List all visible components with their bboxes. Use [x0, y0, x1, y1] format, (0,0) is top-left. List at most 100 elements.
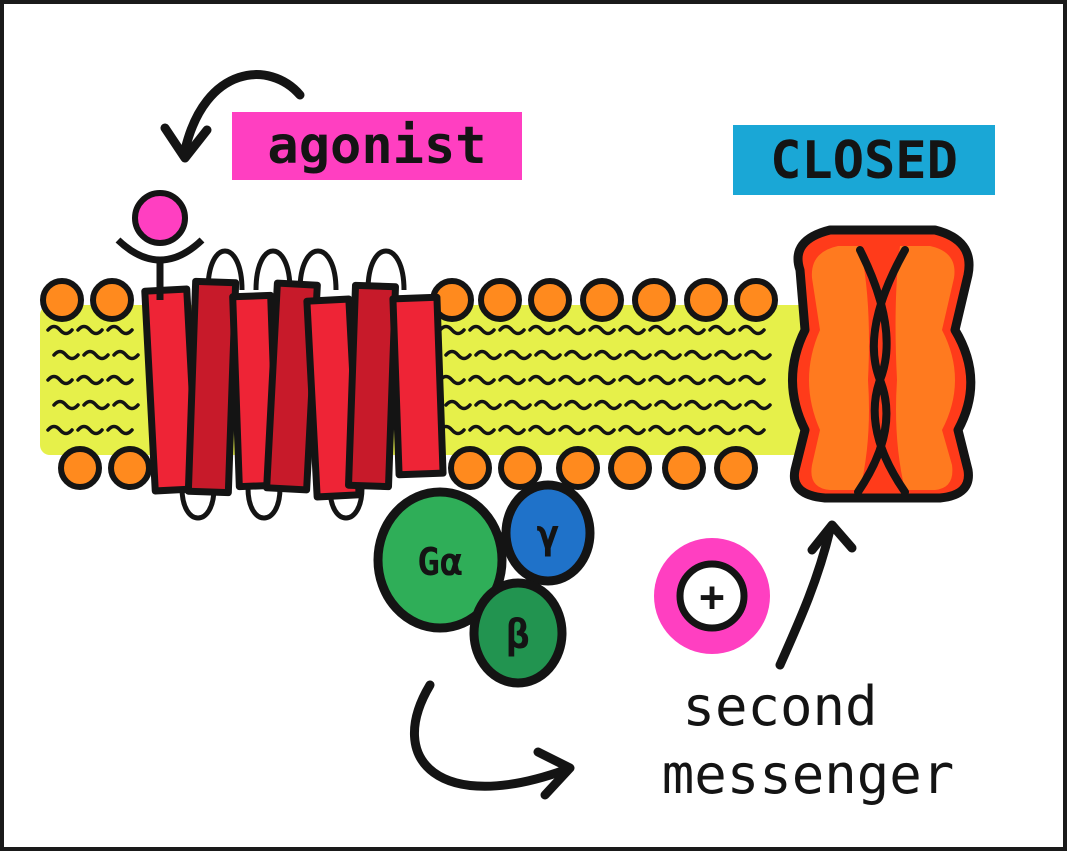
lipid-tail [52, 399, 80, 411]
lipid-tail [678, 374, 706, 386]
channel-gate [854, 246, 909, 496]
lipid-tail [618, 324, 646, 336]
lipid-tail [558, 324, 586, 336]
lipid-head [108, 446, 152, 490]
lipid-tail [504, 349, 532, 361]
lipid-tail [528, 374, 556, 386]
second-messenger-line2: messenger [662, 743, 955, 806]
ion-core [676, 560, 748, 632]
lipid-tail [588, 324, 616, 336]
lipid-tail [564, 399, 592, 411]
lipid-head [556, 446, 600, 490]
second-messenger-line1: second [682, 675, 877, 738]
lipid-tail [474, 399, 502, 411]
curved-arrow-icon [409, 680, 570, 791]
lipid-tail [588, 374, 616, 386]
lipid-tail [714, 349, 742, 361]
lipid-tail [112, 349, 140, 361]
lipid-tail [498, 374, 526, 386]
lipid-tail [678, 424, 706, 436]
lipid-tail [106, 324, 134, 336]
lipid-head [684, 278, 728, 322]
lipid-tail [112, 399, 140, 411]
extracellular-loop [365, 248, 407, 291]
intracellular-loop [245, 487, 283, 521]
lipid-tail [498, 324, 526, 336]
lipid-head [608, 446, 652, 490]
g-alpha-subunit [373, 487, 507, 633]
gpcr-receptor [141, 277, 447, 501]
lipid-tail [738, 424, 766, 436]
lipid-tail [624, 399, 652, 411]
lipid-tail [684, 349, 712, 361]
lipid-tail [534, 399, 562, 411]
binding-site [115, 237, 205, 264]
lipid-tail [648, 424, 676, 436]
channel-right-subunit [895, 246, 955, 490]
lipid-tail [52, 349, 80, 361]
lipid-tail [82, 399, 110, 411]
lipid-tail [106, 374, 134, 386]
lipid-tail [76, 324, 104, 336]
lipid-tail [46, 324, 74, 336]
lipid-tail [594, 349, 622, 361]
lipid-tail [654, 399, 682, 411]
lipid-tail [678, 324, 706, 336]
lipid-head [498, 446, 542, 490]
lipid-tail [474, 349, 502, 361]
g-gamma-label: γ [536, 512, 560, 558]
lipid-tail [534, 349, 562, 361]
g-alpha-label: Gα [417, 540, 463, 584]
lipid-tail [82, 349, 110, 361]
lipid-tail [654, 349, 682, 361]
curved-arrow-icon [775, 525, 835, 670]
lipid-tail [438, 324, 466, 336]
lipid-tail [708, 374, 736, 386]
lipid-tail [738, 324, 766, 336]
lipid-tail [744, 399, 772, 411]
g-beta-subunit [469, 578, 567, 688]
closed-label-bg [733, 125, 995, 195]
g-gamma-subunit [501, 480, 595, 586]
agonist-label-bg [232, 112, 522, 180]
g-beta-label: β [506, 612, 530, 658]
lipid-tail [624, 349, 652, 361]
lipid-tail [708, 324, 736, 336]
lipid-tail [744, 349, 772, 361]
extracellular-loop [297, 248, 339, 291]
agonist-ligand-icon [115, 190, 205, 300]
lipid-tail [648, 374, 676, 386]
lipid-tail [564, 349, 592, 361]
ion-charge: + [699, 572, 724, 621]
lipid-tail [468, 324, 496, 336]
lipid-tail [76, 374, 104, 386]
lipid-tail [106, 424, 134, 436]
lipid-head [528, 278, 572, 322]
lipid-head [58, 446, 102, 490]
lipid-tail [528, 424, 556, 436]
lipid-head [478, 278, 522, 322]
arrow-head [160, 123, 212, 163]
transmembrane-helix [389, 293, 447, 479]
lipid-tail [498, 424, 526, 436]
agonist-label: agonist [267, 116, 486, 176]
channel-state-label: CLOSED [770, 131, 958, 191]
plus-ion-icon: + [654, 538, 770, 654]
lipid-tail [558, 374, 586, 386]
lipid-tail [46, 374, 74, 386]
lipid-head [632, 278, 676, 322]
lipid-tail [708, 424, 736, 436]
channel-left-subunit [809, 246, 869, 490]
intracellular-loop [179, 487, 217, 521]
ion-channel [788, 225, 976, 503]
agonist-ligand [132, 190, 188, 246]
transmembrane-helix [184, 277, 240, 497]
curved-arrow-icon [180, 70, 305, 155]
lipid-tail [438, 374, 466, 386]
lipid-tail [444, 399, 472, 411]
lipid-tail [528, 324, 556, 336]
lipid-tail [714, 399, 742, 411]
